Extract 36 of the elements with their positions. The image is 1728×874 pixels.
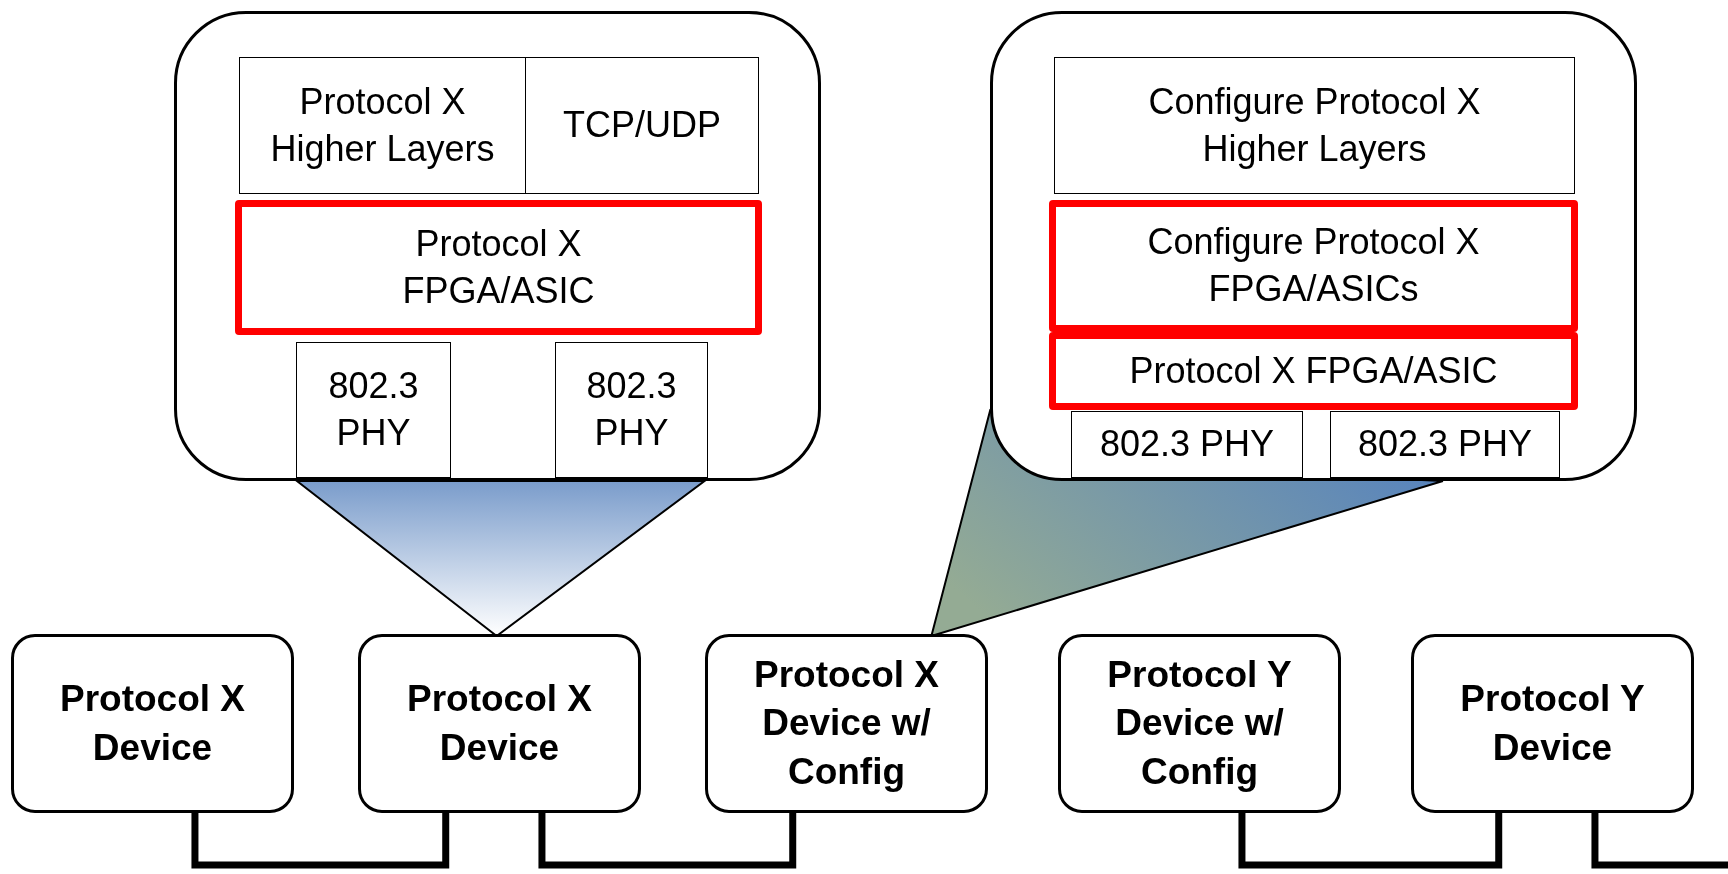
- box-label: Protocol X Device w/ Config: [753, 653, 940, 794]
- box-label: 802.3 PHY: [1356, 422, 1534, 467]
- box-label: Configure Protocol X Higher Layers: [1147, 79, 1482, 171]
- network-link: [538, 813, 797, 869]
- callout-bubble: [990, 11, 1637, 481]
- box-label: Protocol X Device: [59, 677, 246, 770]
- highlighted-layer-box: [1049, 332, 1578, 410]
- layer-box: [239, 57, 526, 194]
- box-label: Protocol Y Device w/ Config: [1106, 653, 1293, 794]
- layer-box: [296, 342, 451, 478]
- layer-box: [555, 342, 708, 478]
- device-box: [705, 634, 988, 813]
- box-label: Protocol X FPGA/ASIC: [1128, 348, 1499, 393]
- layer-box: [525, 57, 759, 194]
- device-box: [11, 634, 294, 813]
- device-box: [1058, 634, 1341, 813]
- network-link: [1591, 813, 1728, 869]
- box-label: Protocol X Device: [406, 677, 593, 770]
- box-label: Protocol X Higher Layers: [269, 79, 496, 171]
- layer-box: [1071, 411, 1303, 478]
- device-box: [358, 634, 641, 813]
- highlighted-layer-box: [1049, 200, 1578, 332]
- box-label: Configure Protocol X FPGA/ASICs: [1146, 220, 1481, 311]
- box-label: 802.3 PHY: [327, 364, 420, 455]
- layer-box: [1054, 57, 1575, 194]
- device-box: [1411, 634, 1694, 813]
- box-label: Protocol X FPGA/ASIC: [401, 221, 596, 313]
- network-link: [1238, 813, 1503, 869]
- box-label: Protocol Y Device: [1459, 677, 1646, 770]
- layer-box: [1330, 411, 1560, 478]
- network-link: [191, 813, 450, 869]
- box-label: 802.3 PHY: [585, 364, 678, 455]
- box-label: TCP/UDP: [562, 103, 722, 148]
- callout-bubble: [174, 11, 821, 481]
- highlighted-layer-box: [235, 200, 762, 335]
- box-label: 802.3 PHY: [1098, 422, 1276, 467]
